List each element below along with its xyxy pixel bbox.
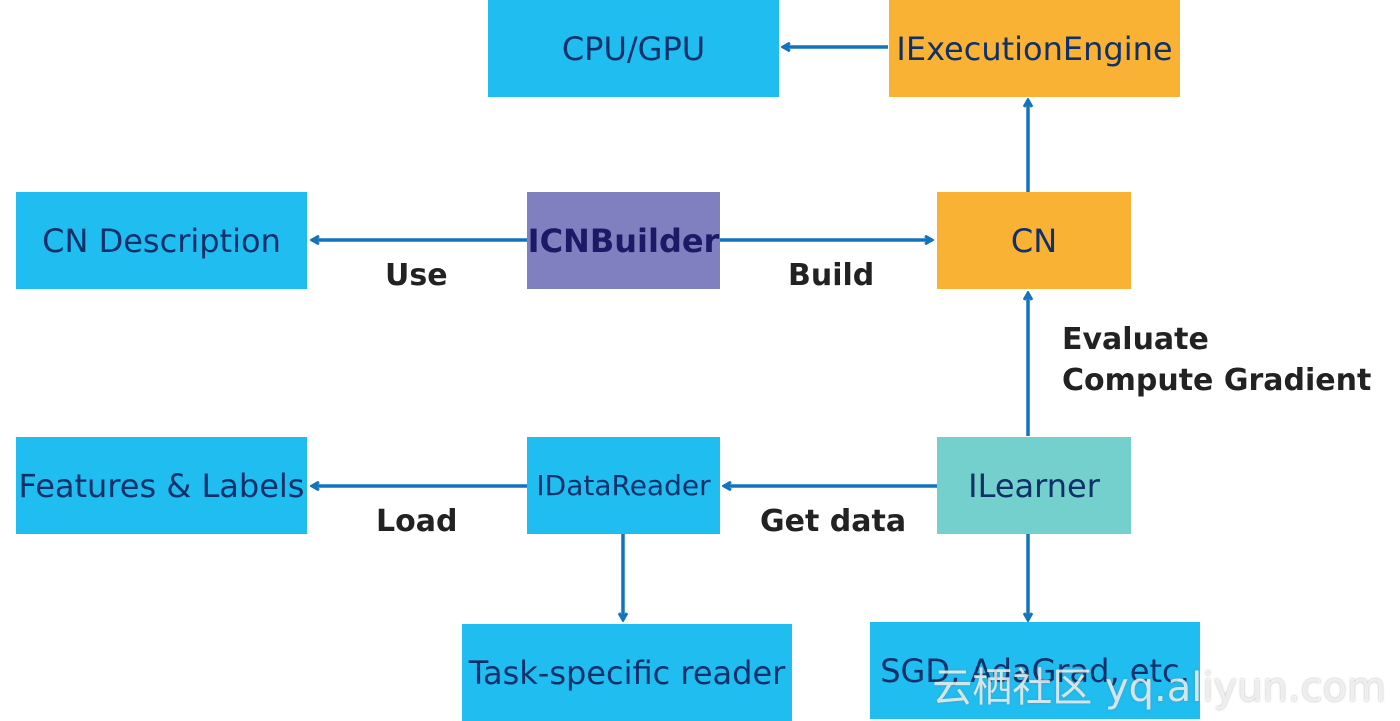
evaluate-label: Evaluate <box>1062 322 1209 357</box>
load-label: Load <box>376 504 458 539</box>
icn-builder-box: ICNBuilder <box>527 192 720 289</box>
optimizers-box: SGD, AdaGrad, etc. <box>870 622 1200 719</box>
cpu-gpu-box: CPU/GPU <box>488 0 779 97</box>
build-label: Build <box>788 258 875 293</box>
cn-description-box: CN Description <box>16 192 307 289</box>
cn-box: CN <box>937 192 1131 289</box>
features-labels-box: Features & Labels <box>16 437 307 534</box>
ilearner-box: ILearner <box>937 437 1131 534</box>
iexecution-engine-box: IExecutionEngine <box>889 0 1180 97</box>
idata-reader-box: IDataReader <box>527 437 720 534</box>
watermark: 云栖社区 yq.aliyun.com <box>932 665 1386 711</box>
task-specific-reader-box: Task-specific reader <box>462 624 792 721</box>
use-label: Use <box>385 258 448 293</box>
compute-gradient-label: Compute Gradient <box>1062 363 1372 398</box>
get-data-label: Get data <box>760 504 907 539</box>
